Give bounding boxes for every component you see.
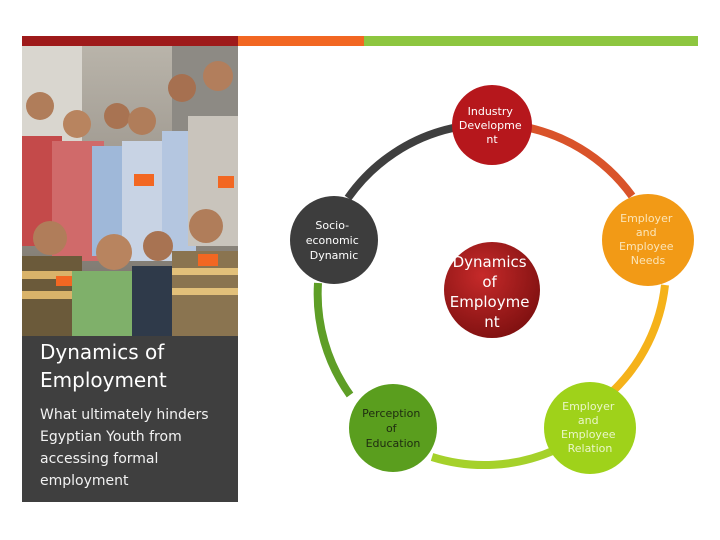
node-employer-employee-needs: Employer and Employee Needs: [602, 194, 694, 286]
node-label-line: Relation: [568, 442, 613, 455]
cycle-arc-needs-to-relation: [609, 284, 669, 395]
node-label-industry: Industry Developme nt: [459, 105, 525, 146]
center-label-line: Employme: [450, 293, 530, 311]
node-label-line: Developme: [459, 119, 522, 132]
node-label-line: nt: [486, 133, 498, 146]
node-circle-industry: [452, 85, 532, 165]
center-label: Dynamics of Employme nt: [450, 253, 534, 331]
node-label-socio: Socio- economic Dynamic: [306, 219, 363, 262]
cycle-arc-perception-to-socio: [313, 282, 354, 398]
node-label-relation: Employer and Employee Relation: [561, 400, 619, 455]
node-label-line: Employer: [620, 212, 673, 225]
node-label-line: and: [636, 226, 657, 239]
node-label-line: Education: [366, 437, 421, 450]
node-socio-economic-dynamic: Socio- economic Dynamic: [290, 196, 378, 284]
group-photo-illustration: [22, 46, 238, 336]
header-accent-bar: [22, 36, 698, 46]
caption-title: Dynamics of Employment: [40, 340, 167, 392]
node-label-line: Industry: [468, 105, 514, 118]
caption-panel: Dynamics of Employment What ultimately h…: [22, 336, 238, 502]
node-circle-perception: [349, 384, 437, 472]
center-label-line: nt: [484, 313, 500, 331]
node-employer-employee-relation: Employer and Employee Relation: [544, 382, 636, 474]
node-industry-development: Industry Developme nt: [452, 85, 532, 165]
accent-segment-green: [364, 36, 698, 46]
cycle-arc-relation-to-perception: [430, 446, 557, 470]
node-label-line: economic: [306, 234, 359, 247]
node-label-perception: Perception of Education: [362, 407, 424, 450]
node-circle-needs: [602, 194, 694, 286]
node-label-line: Employee: [619, 240, 674, 253]
node-label-line: and: [578, 414, 599, 427]
cycle-arc-industry-to-needs: [512, 121, 636, 199]
accent-segment-red: [22, 36, 238, 46]
node-label-line: Employee: [561, 428, 616, 441]
node-label-line: of: [386, 422, 398, 435]
node-circle-socio: [290, 196, 378, 284]
node-label-line: Needs: [631, 254, 666, 267]
group-photo: [22, 46, 238, 336]
node-perception-of-education: Perception of Education: [349, 384, 437, 472]
node-label-line: Dynamic: [310, 249, 359, 262]
node-label-line: Employer: [562, 400, 615, 413]
caption-body: What ultimately hinders Egyptian Youth f…: [40, 407, 209, 489]
center-label-line: Dynamics: [453, 253, 527, 271]
cycle-arc-socio-to-industry: [344, 124, 454, 201]
node-circle-relation: [544, 382, 636, 474]
accent-segment-orange: [238, 36, 364, 46]
center-node: Dynamics of Employme nt: [444, 242, 540, 338]
node-label-needs: Employer and Employee Needs: [619, 212, 677, 267]
node-label-line: Perception: [362, 407, 420, 420]
center-label-line: of: [482, 273, 497, 291]
node-label-line: Socio-: [315, 219, 349, 232]
